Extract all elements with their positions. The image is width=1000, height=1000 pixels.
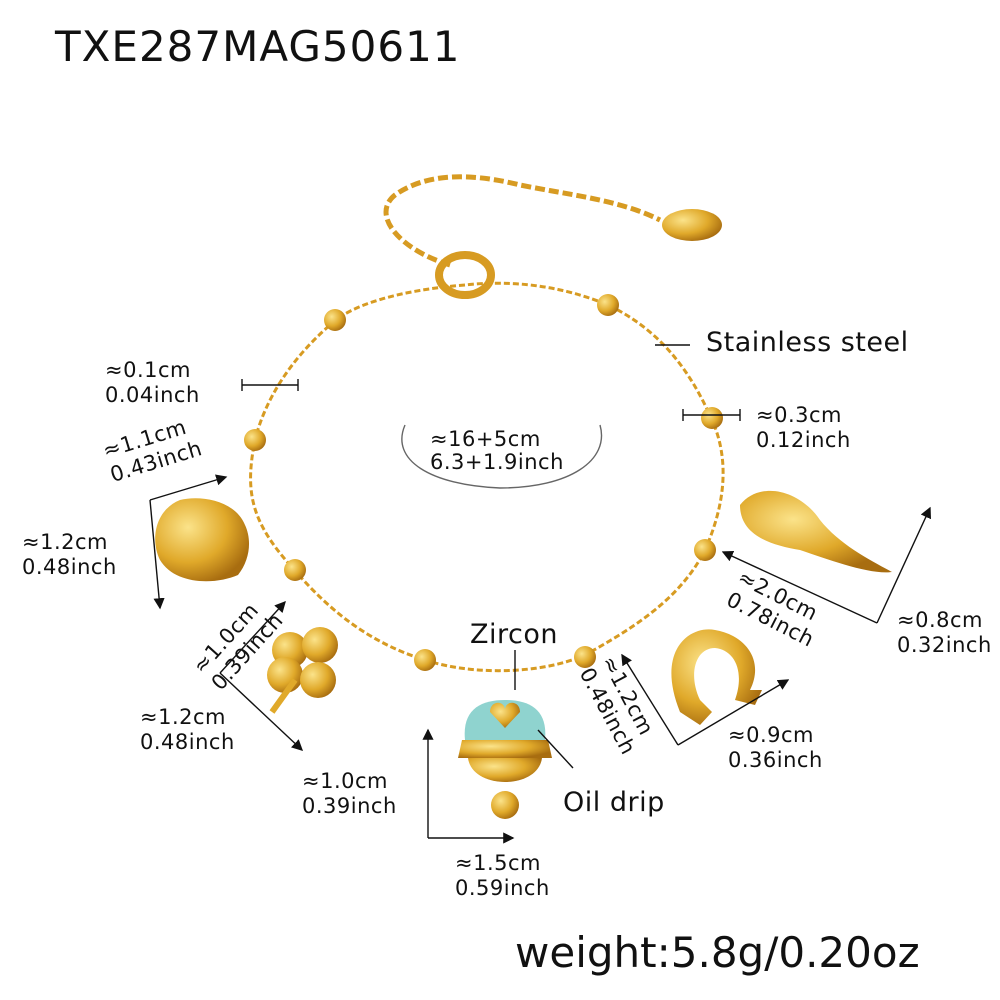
lobster-clasp (435, 251, 495, 299)
horn-width-inch: 0.32inch (897, 633, 992, 657)
heart-height-inch: 0.48inch (22, 555, 117, 579)
oil-drip-label: Oil drip (563, 787, 665, 818)
horn-width-cm: ≈0.8cm (897, 608, 983, 632)
chain-width-cm: ≈0.1cm (105, 358, 191, 382)
clover-height-cm: ≈1.2cm (140, 705, 226, 729)
horseshoe-width-inch: 0.36inch (728, 748, 823, 772)
length-inch: 6.3+1.9inch (430, 450, 564, 474)
beads (244, 294, 723, 671)
heart-height-cm: ≈1.2cm (22, 530, 108, 554)
chain (249, 281, 725, 673)
length-cm: ≈16+5cm (430, 427, 541, 451)
bell-width-cm: ≈1.5cm (455, 851, 541, 875)
clover-charm (267, 627, 338, 714)
clover-height-inch: 0.48inch (140, 730, 235, 754)
bell-width-inch: 0.59inch (455, 876, 550, 900)
bead-cm: ≈0.3cm (756, 403, 842, 427)
extension-chain (383, 174, 662, 268)
weight-label: weight:5.8g/0.20oz (515, 928, 920, 977)
horn-charm (740, 490, 892, 573)
horseshoe-width-cm: ≈0.9cm (728, 723, 814, 747)
chain-width-inch: 0.04inch (105, 383, 200, 407)
zircon-label: Zircon (470, 619, 558, 650)
horseshoe-charm (671, 629, 762, 725)
material-label: Stainless steel (706, 327, 909, 358)
heart-charm (155, 498, 250, 582)
product-code: TXE287MAG50611 (55, 22, 461, 71)
bead-inch: 0.12inch (756, 428, 851, 452)
bell-charm (458, 700, 552, 819)
bell-height-cm: ≈1.0cm (302, 769, 388, 793)
extension-tag (662, 209, 722, 241)
bell-height-inch: 0.39inch (302, 794, 397, 818)
